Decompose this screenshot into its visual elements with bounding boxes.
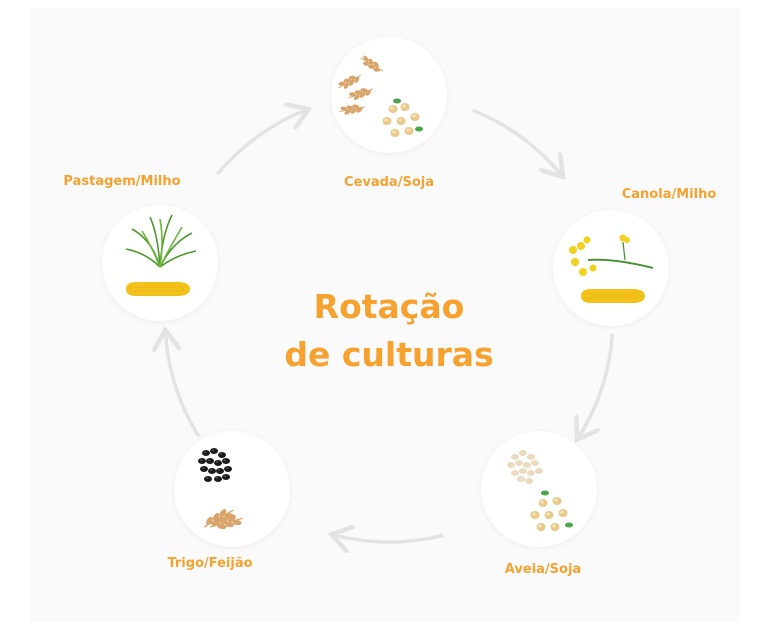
cycle-arrow: [216, 110, 305, 176]
barley-soy-icon: [335, 52, 423, 137]
wheat-bean-icon: [198, 448, 246, 535]
canola-corn-icon: [569, 234, 654, 304]
stage-label-canola-corn: Canola/Milho: [621, 187, 717, 202]
stage-pasture-corn: [102, 205, 218, 321]
stage-label-barley-soy: Cevada/Soja: [344, 175, 434, 190]
cycle-arrow: [166, 334, 201, 438]
pasture-corn-icon: [125, 214, 197, 297]
stage-label-wheat-bean: Trigo/Feijão: [167, 556, 253, 571]
stage-oat-soy: [481, 431, 597, 547]
cycle-arrow: [579, 333, 615, 437]
stage-canola-corn: [553, 210, 669, 326]
stage-label-oat-soy: Aveia/Soja: [504, 562, 582, 577]
stage-wheat-bean: [174, 431, 290, 547]
title-line-2: de culturas: [284, 335, 494, 374]
diagram-title: Rotação de culturas: [284, 283, 493, 379]
cycle-arrow: [335, 535, 444, 542]
stage-barley-soy: [331, 37, 447, 153]
cycle-arrow: [472, 108, 561, 174]
title-line-1: Rotação: [313, 287, 465, 326]
oat-soy-icon: [507, 450, 573, 531]
stage-label-pasture-corn: Pastagem/Milho: [63, 174, 181, 189]
